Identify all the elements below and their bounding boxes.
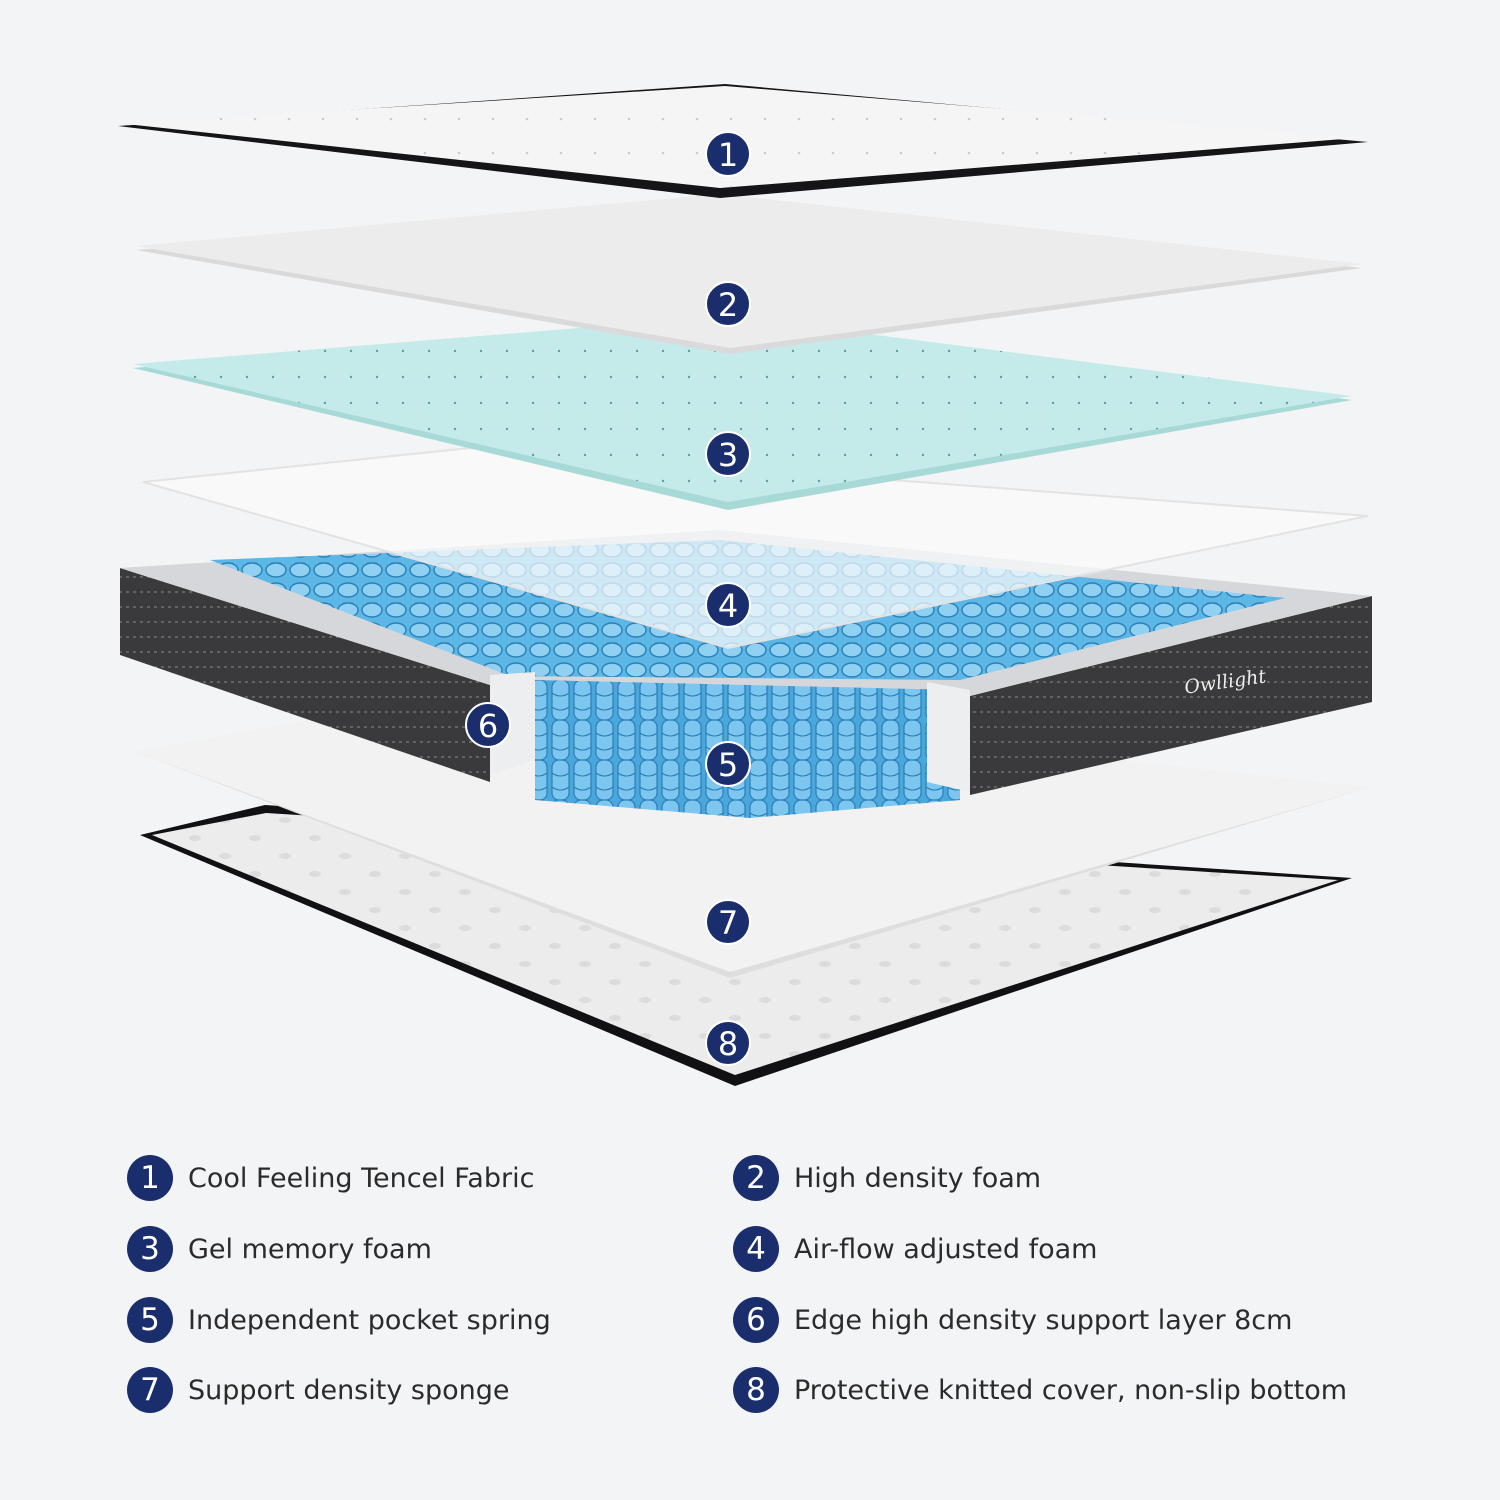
legend-label-8: Protective knitted cover, non-slip botto… [794,1374,1348,1406]
legend-badge-5: 5 [127,1297,173,1343]
badge-6: 6 [465,702,511,748]
svg-text:8: 8 [718,1025,738,1063]
legend-label-6: Edge high density support layer 8cm [794,1304,1293,1336]
badge-8: 8 [705,1020,751,1066]
legend-badge-2: 2 [733,1155,779,1201]
legend-badge-6: 6 [733,1297,779,1343]
legend-badge-3: 3 [127,1226,173,1272]
legend-item-6: 6 Edge high density support layer 8cm [733,1296,1292,1344]
legend-badge-4: 4 [733,1226,779,1272]
legend-badge-7: 7 [127,1367,173,1413]
mattress-layers-diagram: Owllight 1 2 3 4 5 6 7 8 [118,84,1372,1086]
badge-5: 5 [705,741,751,787]
badge-1: 1 [705,131,751,177]
spring-front [535,680,960,818]
layer-legend: 1 Cool Feeling Tencel Fabric 2 High dens… [0,1140,1500,1460]
legend-label-2: High density foam [794,1162,1042,1194]
side-wall-left [120,568,490,782]
badge-2: 2 [705,281,751,327]
layer-4-airflow-foam [142,446,1369,650]
legend-item-2: 2 High density foam [733,1154,1041,1202]
svg-text:6: 6 [478,707,498,745]
legend-item-8: 8 Protective knitted cover, non-slip bot… [733,1366,1347,1414]
svg-text:1: 1 [718,136,738,174]
badge-7: 7 [705,899,751,945]
legend-label-1: Cool Feeling Tencel Fabric [188,1162,535,1194]
badge-4: 4 [705,582,751,628]
edge-foam-cut-left [490,672,535,775]
side-wall-right [970,596,1372,795]
legend-label-7: Support density sponge [188,1374,510,1406]
legend-item-7: 7 Support density sponge [127,1366,509,1414]
layer-3-gel-foam [133,316,1352,510]
svg-text:3: 3 [718,436,738,474]
legend-label-4: Air-flow adjusted foam [794,1233,1098,1265]
edge-foam-cut-right [927,682,970,792]
legend-label-3: Gel memory foam [188,1233,432,1265]
legend-item-3: 3 Gel memory foam [127,1225,432,1273]
legend-badge-1: 1 [127,1155,173,1201]
svg-text:7: 7 [718,904,738,942]
legend-item-5: 5 Independent pocket spring [127,1296,551,1344]
svg-text:2: 2 [718,286,738,324]
legend-item-4: 4 Air-flow adjusted foam [733,1225,1097,1273]
legend-item-1: 1 Cool Feeling Tencel Fabric [127,1154,534,1202]
svg-text:4: 4 [718,587,738,625]
legend-label-5: Independent pocket spring [188,1304,551,1336]
badge-3: 3 [705,431,751,477]
legend-badge-8: 8 [733,1367,779,1413]
layer-2-density-foam [136,194,1362,354]
svg-text:5: 5 [718,746,738,784]
